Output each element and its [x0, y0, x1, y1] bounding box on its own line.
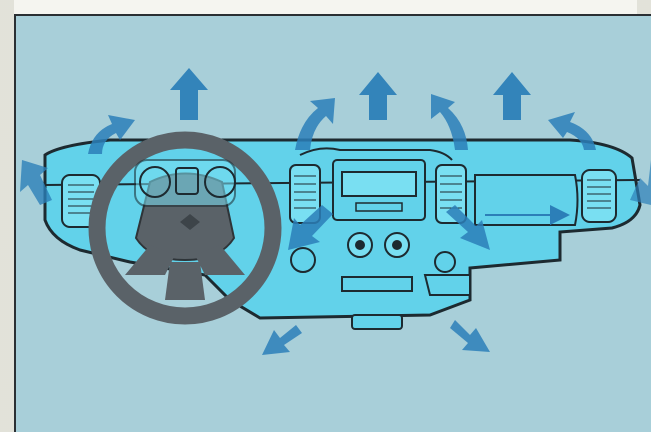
lower-tray: [352, 315, 402, 329]
radio-unit-icon: [333, 160, 425, 220]
airflow-arrow-icon: [262, 325, 302, 355]
airflow-arrow-icon: [493, 72, 531, 120]
airflow-arrow-icon: [170, 68, 208, 120]
airflow-arrow-icon: [359, 72, 397, 120]
glovebox: [475, 175, 578, 225]
airflow-arrow-icon: [450, 320, 490, 352]
right-vent-icon: [582, 170, 616, 222]
